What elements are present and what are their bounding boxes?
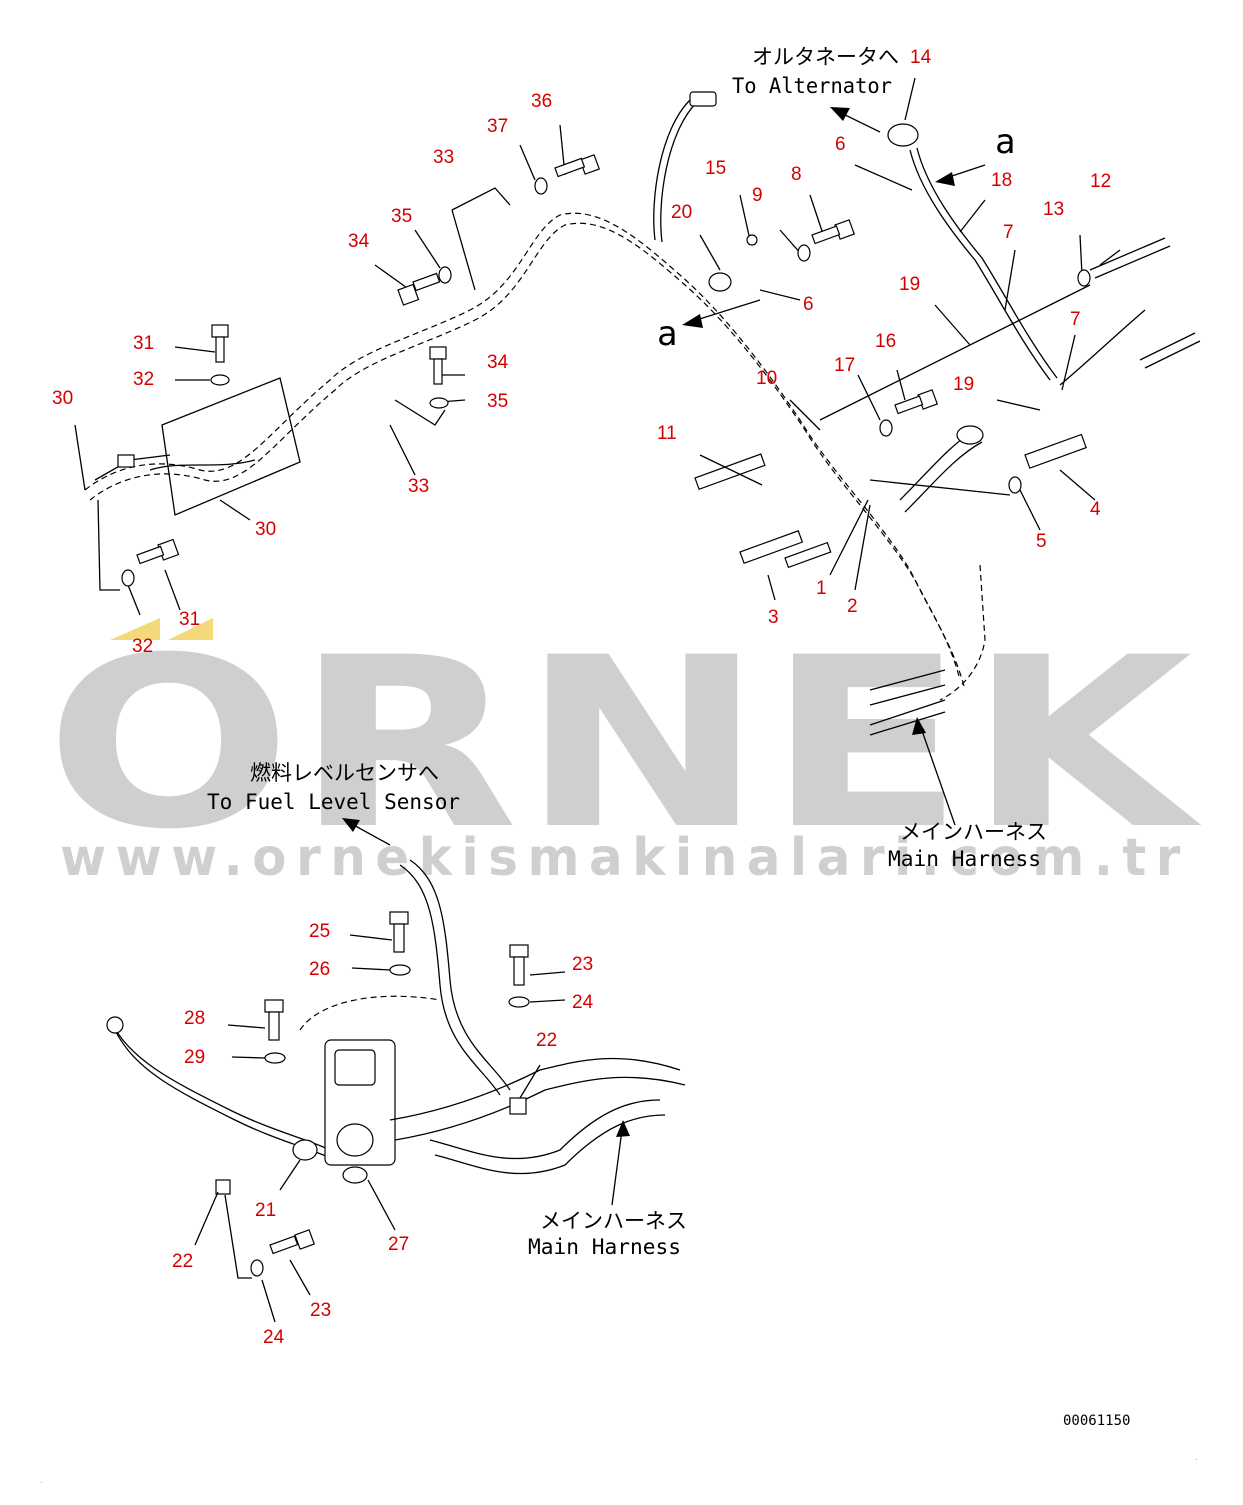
watermark: ORNEK www.ornekismakinalari.com.tr xyxy=(45,608,1202,888)
callout-20: 20 xyxy=(671,202,692,223)
callout-18: 18 xyxy=(991,170,1012,191)
arrows-upper xyxy=(682,107,986,826)
callout-12: 12 xyxy=(1090,171,1111,192)
main-harness-jp-lower: メインハーネス xyxy=(540,1209,687,1233)
callout-10: 10 xyxy=(756,368,777,389)
to-fuel-level-sensor-en: To Fuel Level Sensor xyxy=(207,790,460,814)
main-harness-jp-upper: メインハーネス xyxy=(900,820,1047,844)
callout-29: 29 xyxy=(184,1047,205,1068)
callout-11: 11 xyxy=(657,423,677,444)
text-labels: オルタネータへ To Alternator 燃料レベルセンサへ To Fuel … xyxy=(207,45,1130,1429)
callout-8: 8 xyxy=(791,164,802,185)
callout-33-bottom: 33 xyxy=(408,476,429,497)
callout-7-right: 7 xyxy=(1070,309,1081,330)
callout-34-left: 34 xyxy=(348,231,370,252)
callout-3: 3 xyxy=(768,607,779,628)
callout-19-bottom: 19 xyxy=(953,374,974,395)
callout-32-top: 32 xyxy=(133,369,154,390)
callout-numbers: 1 2 3 4 5 6 6 7 7 8 9 10 11 12 13 14 15 … xyxy=(52,47,1111,1348)
callout-5: 5 xyxy=(1036,531,1047,552)
callout-30-top: 30 xyxy=(52,388,73,409)
callout-37: 37 xyxy=(487,116,508,137)
callout-35-left: 35 xyxy=(391,206,412,227)
corner-mark-left: . xyxy=(40,1475,43,1486)
watermark-accent-left xyxy=(110,618,160,640)
callout-7-top: 7 xyxy=(1003,222,1014,243)
callout-2: 2 xyxy=(847,596,858,617)
callout-23-bottom: 23 xyxy=(310,1300,331,1321)
callout-28: 28 xyxy=(184,1008,205,1029)
lower-harness-drawing xyxy=(106,818,686,1323)
callout-24-top: 24 xyxy=(572,992,594,1013)
callout-9: 9 xyxy=(752,185,763,206)
callout-16: 16 xyxy=(875,331,896,352)
callout-19-top: 19 xyxy=(899,274,920,295)
callout-31-bottom: 31 xyxy=(179,609,200,630)
callout-26: 26 xyxy=(309,959,330,980)
drawing-code: 00061150 xyxy=(1063,1413,1130,1429)
callout-30-bottom: 30 xyxy=(255,519,276,540)
callout-6-mid: 6 xyxy=(803,294,814,315)
reference-a-upper: a xyxy=(995,122,1015,162)
main-harness-en-upper: Main Harness xyxy=(888,847,1041,871)
watermark-url: www.ornekismakinalari.com.tr xyxy=(60,828,1190,888)
callout-4: 4 xyxy=(1090,499,1101,520)
to-fuel-level-sensor-jp: 燃料レベルセンサへ xyxy=(250,761,439,785)
callout-31-top: 31 xyxy=(133,333,154,354)
to-alternator-jp: オルタネータへ xyxy=(752,45,899,69)
corner-mark-right: . xyxy=(1195,1452,1198,1463)
upper-harness-drawing xyxy=(74,77,1201,826)
callout-35-right: 35 xyxy=(487,391,508,412)
callout-33-top: 33 xyxy=(433,147,454,168)
callout-22-left: 22 xyxy=(172,1251,193,1272)
callout-24-bottom: 24 xyxy=(263,1327,285,1348)
callout-17: 17 xyxy=(834,355,855,376)
callout-6-top: 6 xyxy=(835,134,846,155)
to-alternator-en: To Alternator xyxy=(732,74,892,98)
reference-a-left: a xyxy=(657,314,677,354)
callout-14: 14 xyxy=(910,47,932,68)
callout-25: 25 xyxy=(309,921,330,942)
fasteners-upper xyxy=(121,154,1091,587)
callout-27: 27 xyxy=(388,1234,409,1255)
watermark-letters: ORNEK xyxy=(45,608,1202,881)
callout-13: 13 xyxy=(1043,199,1064,220)
callout-21: 21 xyxy=(255,1200,276,1221)
main-harness-en-lower: Main Harness xyxy=(528,1235,681,1259)
callout-15: 15 xyxy=(705,158,726,179)
callout-34-right: 34 xyxy=(487,352,509,373)
callout-32-bottom: 32 xyxy=(132,636,153,657)
callout-36: 36 xyxy=(531,91,552,112)
watermark-accent-right xyxy=(168,618,213,640)
callout-1: 1 xyxy=(816,578,827,599)
callout-22-right: 22 xyxy=(536,1030,557,1051)
callout-23-top: 23 xyxy=(572,954,593,975)
